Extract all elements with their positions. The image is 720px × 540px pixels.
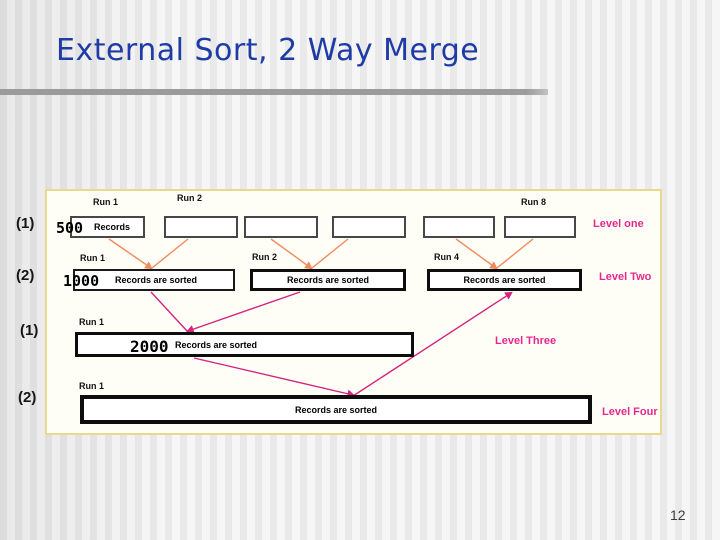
level-three-label: Level Three [495,335,557,347]
run-box-l1-3 [244,216,318,238]
run-box-l2-2-text: Records are sorted [286,275,370,285]
level-one-label: Level one [593,218,644,230]
run-box-l2-2: Records are sorted [250,269,406,291]
record-count-1000: 1000 [63,272,100,290]
run-box-l1-2 [164,216,238,238]
run-box-l2-3-text: Records are sorted [463,275,546,285]
merge-line-l1-e [455,238,498,270]
run-box-l2-3: Records are sorted [427,269,582,291]
run-box-l4-1: Records are sorted [80,395,592,424]
annotation-pass-3: (1) [20,322,39,339]
record-count-500: 500 [56,219,84,237]
run-box-l2-1: 1000 Records are sorted [63,269,235,291]
merge-line-l2-b [186,291,301,334]
annotation-pass-1: (1) [16,215,35,232]
run-box-l1-4 [332,216,406,238]
run-label-l1-2: Run 2 [177,193,203,203]
run-box-l1-5 [423,216,495,238]
merge-line-l1-f [496,238,534,269]
run-label-l3-1: Run 1 [79,317,105,327]
merge-line-l1-b [151,238,189,269]
run-box-l4-1-text: Records are sorted [294,404,378,415]
merge-line-l2-a [150,291,188,332]
title-divider [0,89,548,95]
run-label-l2-2: Run 2 [252,252,278,262]
run-box-l2-1-text: Records are sorted [115,275,198,285]
diagram-panel: Run 1 Run 2 Run 8 500 Records Level one … [45,189,662,435]
level-four-label: Level Four [602,406,658,418]
page-number: 12 [670,507,686,523]
record-count-2000: 2000 [130,337,169,356]
run-label-l1-8: Run 8 [521,197,547,207]
run-box-l3-1: 2000 Records are sorted [75,332,414,357]
run-box-l3-1-text: Records are sorted [175,339,258,350]
merge-line-l3-b [352,291,513,397]
run-box-l1-1: 500 Records [56,216,145,238]
page-title: External Sort, 2 Way Merge [56,33,480,68]
run-label-l2-1: Run 1 [80,253,106,263]
annotation-pass-2: (2) [16,267,35,284]
merge-arrows [108,238,534,398]
merge-line-l1-a [108,238,153,270]
merge-line-l1-c [270,238,313,270]
merge-line-l3-a [193,357,356,398]
run-label-l1-1: Run 1 [93,197,119,207]
run-label-l2-3: Run 4 [434,252,460,262]
annotation-pass-4: (2) [18,389,37,406]
run-label-l4-1: Run 1 [79,381,105,391]
run-box-l1-1-text: Records [94,222,131,232]
level-two-label: Level Two [599,271,652,283]
merge-line-l1-d [311,238,349,269]
run-box-l1-6 [504,216,576,238]
